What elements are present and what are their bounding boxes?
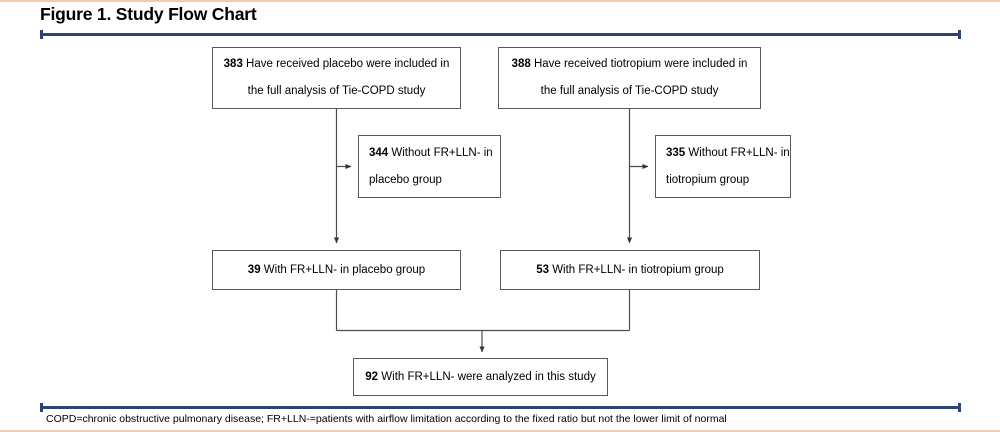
box-text: Without FR+LLN- in: [391, 146, 493, 159]
box-count: 39: [247, 264, 261, 276]
box-text: With FR+LLN- in tiotropium group: [552, 264, 724, 276]
box-line: the full analysis of Tie-COPD study: [540, 85, 719, 97]
box-text: Have received placebo were included in: [246, 58, 450, 70]
box-line: 388 Have received tiotropium were includ…: [512, 51, 748, 78]
box-text: Without FR+LLN- in: [688, 146, 790, 159]
rule-cap-right: [958, 30, 961, 39]
box-line: 335 Without FR+LLN- in: [666, 140, 790, 167]
figure-footnote: COPD=chronic obstructive pulmonary disea…: [46, 413, 727, 425]
bottom-edge-rule: [0, 430, 1000, 432]
box-line: 53 With FR+LLN- in tiotropium group: [536, 263, 724, 277]
rule-cap-right: [958, 403, 961, 412]
rule-cap-left: [40, 30, 43, 39]
box-count: 53: [536, 264, 549, 276]
figure-title: Figure 1. Study Flow Chart: [40, 4, 257, 24]
box-text: With FR+LLN- were analyzed in this study: [381, 371, 596, 383]
rule-cap-left: [40, 403, 43, 412]
box-count: 344: [369, 146, 389, 159]
header-divider-rule: [40, 30, 961, 39]
top-edge-rule: [0, 0, 1000, 2]
box-text: Have received tiotropium were included i…: [533, 58, 748, 70]
box-count: 388: [511, 58, 531, 70]
box-line: 344 Without FR+LLN- in: [369, 140, 493, 167]
box-placebo-excluded: 344 Without FR+LLN- in placebo group: [358, 135, 501, 198]
box-line: tiotropium group: [666, 173, 750, 186]
box-tiotropium-included: 53 With FR+LLN- in tiotropium group: [500, 250, 760, 290]
box-tiotropium-excluded: 335 Without FR+LLN- in tiotropium group: [655, 135, 791, 198]
box-count: 383: [223, 58, 243, 70]
box-count: 335: [666, 146, 686, 159]
box-line: 39 With FR+LLN- in placebo group: [248, 263, 425, 277]
box-placebo-enrolled: 383 Have received placebo were included …: [212, 47, 461, 109]
box-count: 92: [365, 371, 379, 383]
box-placebo-included: 39 With FR+LLN- in placebo group: [212, 250, 461, 290]
box-analyzed: 92 With FR+LLN- were analyzed in this st…: [353, 358, 608, 396]
box-line: 383 Have received placebo were included …: [224, 51, 450, 78]
box-line: the full analysis of Tie-COPD study: [247, 85, 426, 97]
box-line: 92 With FR+LLN- were analyzed in this st…: [365, 370, 595, 384]
footer-divider-rule: [40, 403, 961, 412]
box-text: With FR+LLN- in placebo group: [263, 264, 426, 276]
box-line: placebo group: [369, 173, 442, 186]
box-tiotropium-enrolled: 388 Have received tiotropium were includ…: [498, 47, 761, 109]
